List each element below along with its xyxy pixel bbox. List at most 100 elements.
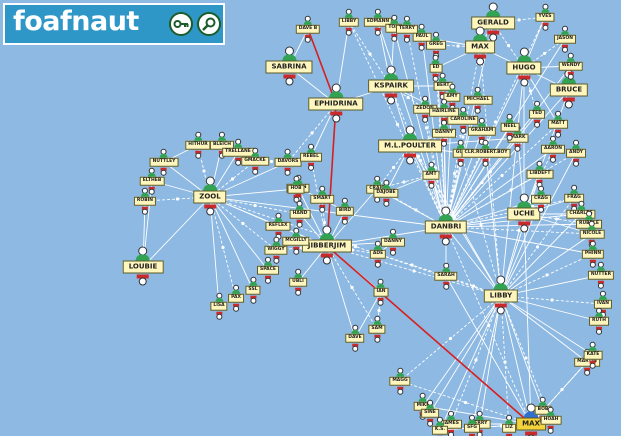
person-node-libby2[interactable]: LIBBY: [338, 8, 360, 36]
collapse-minus-icon[interactable]: [514, 145, 521, 152]
collapse-minus-icon[interactable]: [404, 36, 410, 43]
collapse-minus-icon[interactable]: [284, 77, 293, 86]
person-node-ephidrina[interactable]: EPHIDRINA: [308, 83, 364, 123]
collapse-minus-icon[interactable]: [426, 420, 433, 427]
person-node-ssl[interactable]: SSL: [245, 276, 261, 304]
collapse-minus-icon[interactable]: [351, 345, 358, 352]
person-node-ivan[interactable]: IVAN: [593, 290, 613, 318]
person-node-yves[interactable]: YVES: [535, 3, 555, 31]
person-node-aaron[interactable]: AARON: [540, 135, 566, 163]
person-node-pax[interactable]: PAX: [228, 284, 244, 312]
person-node-ted[interactable]: TED: [529, 100, 545, 128]
search-button[interactable]: [197, 12, 221, 36]
person-node-amt[interactable]: AMT: [422, 161, 440, 189]
person-node-dave_b[interactable]: DAVE B: [295, 15, 321, 43]
person-node-poulter[interactable]: M.L.POULTER: [378, 125, 442, 165]
person-node-ksparik[interactable]: KSPAIRK: [368, 65, 414, 105]
collapse-minus-icon[interactable]: [506, 134, 513, 141]
person-node-gus[interactable]: GUS: [452, 139, 470, 167]
collapse-minus-icon[interactable]: [421, 116, 428, 123]
collapse-minus-icon[interactable]: [428, 182, 434, 189]
person-node-rebel[interactable]: REBEL: [300, 143, 322, 171]
person-node-ed[interactable]: ED: [429, 54, 443, 82]
person-node-danny2[interactable]: DANNY: [380, 228, 406, 256]
person-node-bird[interactable]: BIRD: [335, 197, 355, 225]
person-node-dajobe[interactable]: DAJOBE: [373, 179, 399, 207]
collapse-minus-icon[interactable]: [572, 160, 579, 167]
collapse-minus-icon[interactable]: [382, 200, 389, 207]
person-node-caroline[interactable]: CAROLINE: [447, 106, 479, 134]
person-node-jason[interactable]: JASON: [554, 25, 576, 53]
person-node-magg[interactable]: MAGG: [389, 367, 411, 395]
person-node-hob[interactable]: HOB: [287, 175, 305, 203]
collapse-minus-icon[interactable]: [234, 159, 241, 166]
person-node-michael[interactable]: MICHAEL: [463, 86, 493, 114]
collapse-minus-icon[interactable]: [345, 29, 352, 36]
person-node-uche[interactable]: UCHE: [507, 193, 541, 233]
person-node-ks[interactable]: K.S.: [431, 416, 449, 436]
person-node-amy[interactable]: AMY: [443, 83, 461, 111]
person-node-loubie[interactable]: LOUBIE: [122, 246, 164, 286]
person-node-trellan[interactable]: TRELLANE: [222, 138, 254, 166]
person-node-sarah[interactable]: SARAH: [434, 262, 458, 290]
collapse-minus-icon[interactable]: [597, 282, 604, 289]
collapse-minus-icon[interactable]: [475, 107, 481, 114]
person-node-gerald[interactable]: GERALD: [471, 2, 515, 42]
collapse-minus-icon[interactable]: [292, 248, 299, 255]
collapse-minus-icon[interactable]: [596, 328, 602, 335]
collapse-minus-icon[interactable]: [206, 207, 214, 216]
collapse-minus-icon[interactable]: [386, 96, 395, 105]
person-node-ubli[interactable]: UBLI: [289, 268, 307, 296]
collapse-minus-icon[interactable]: [389, 249, 396, 256]
collapse-minus-icon[interactable]: [520, 78, 528, 87]
collapse-minus-icon[interactable]: [562, 46, 568, 53]
collapse-minus-icon[interactable]: [441, 237, 450, 246]
collapse-minus-icon[interactable]: [233, 305, 239, 312]
collapse-minus-icon[interactable]: [391, 35, 397, 42]
collapse-minus-icon[interactable]: [583, 369, 590, 376]
person-node-ruth[interactable]: RUTH: [589, 307, 609, 335]
person-node-bleich[interactable]: BLEICH: [209, 131, 235, 159]
collapse-minus-icon[interactable]: [476, 57, 484, 66]
person-node-dave[interactable]: DAVE: [345, 324, 365, 352]
collapse-minus-icon[interactable]: [322, 256, 331, 265]
collapse-minus-icon[interactable]: [418, 44, 425, 51]
person-node-phinn[interactable]: PHINN: [581, 240, 605, 268]
person-node-frag[interactable]: FRAG: [564, 184, 584, 212]
person-node-hairline[interactable]: HAIRLINE: [429, 98, 459, 126]
person-node-sabrina[interactable]: SABRINA: [265, 46, 313, 86]
collapse-minus-icon[interactable]: [284, 169, 291, 176]
person-node-max_top[interactable]: MAX: [465, 26, 495, 66]
person-node-edmanny[interactable]: EDMANN: [363, 8, 393, 36]
person-node-danny[interactable]: DANNY: [431, 119, 457, 147]
person-node-kate[interactable]: KATE: [583, 341, 603, 369]
person-node-sine[interactable]: SINE: [421, 399, 439, 427]
person-node-nuttr[interactable]: NUTTER: [587, 261, 615, 289]
person-node-terry[interactable]: TERRY: [395, 15, 419, 43]
collapse-minus-icon[interactable]: [460, 127, 466, 134]
collapse-minus-icon[interactable]: [195, 152, 201, 159]
collapse-minus-icon[interactable]: [342, 218, 348, 225]
person-node-andy[interactable]: ANDY: [566, 139, 586, 167]
person-node-reflex[interactable]: REFLEX: [265, 212, 291, 240]
person-node-gmacke[interactable]: GMACKE: [241, 147, 269, 175]
person-node-jibberjim[interactable]: JIBBERJIM: [301, 225, 353, 265]
person-node-nuttley[interactable]: NUTTLEY: [149, 148, 179, 176]
person-node-sfg[interactable]: SFG: [463, 414, 481, 436]
person-node-crag[interactable]: CRAG: [531, 185, 551, 213]
collapse-minus-icon[interactable]: [550, 156, 556, 163]
collapse-minus-icon[interactable]: [565, 100, 573, 109]
person-node-danbri[interactable]: DANBRI: [424, 206, 468, 246]
person-node-wendy[interactable]: WENDY: [558, 52, 584, 80]
collapse-minus-icon[interactable]: [375, 29, 381, 36]
collapse-minus-icon[interactable]: [405, 156, 414, 165]
person-node-graham[interactable]: GRAHAM: [467, 117, 497, 145]
collapse-minus-icon[interactable]: [138, 277, 147, 286]
collapse-minus-icon[interactable]: [590, 261, 596, 268]
person-node-davors[interactable]: DAVORS: [274, 148, 302, 176]
collapse-minus-icon[interactable]: [273, 257, 279, 264]
collapse-minus-icon[interactable]: [215, 313, 222, 320]
collapse-minus-icon[interactable]: [533, 121, 540, 128]
person-node-hand[interactable]: HAND: [289, 200, 311, 228]
